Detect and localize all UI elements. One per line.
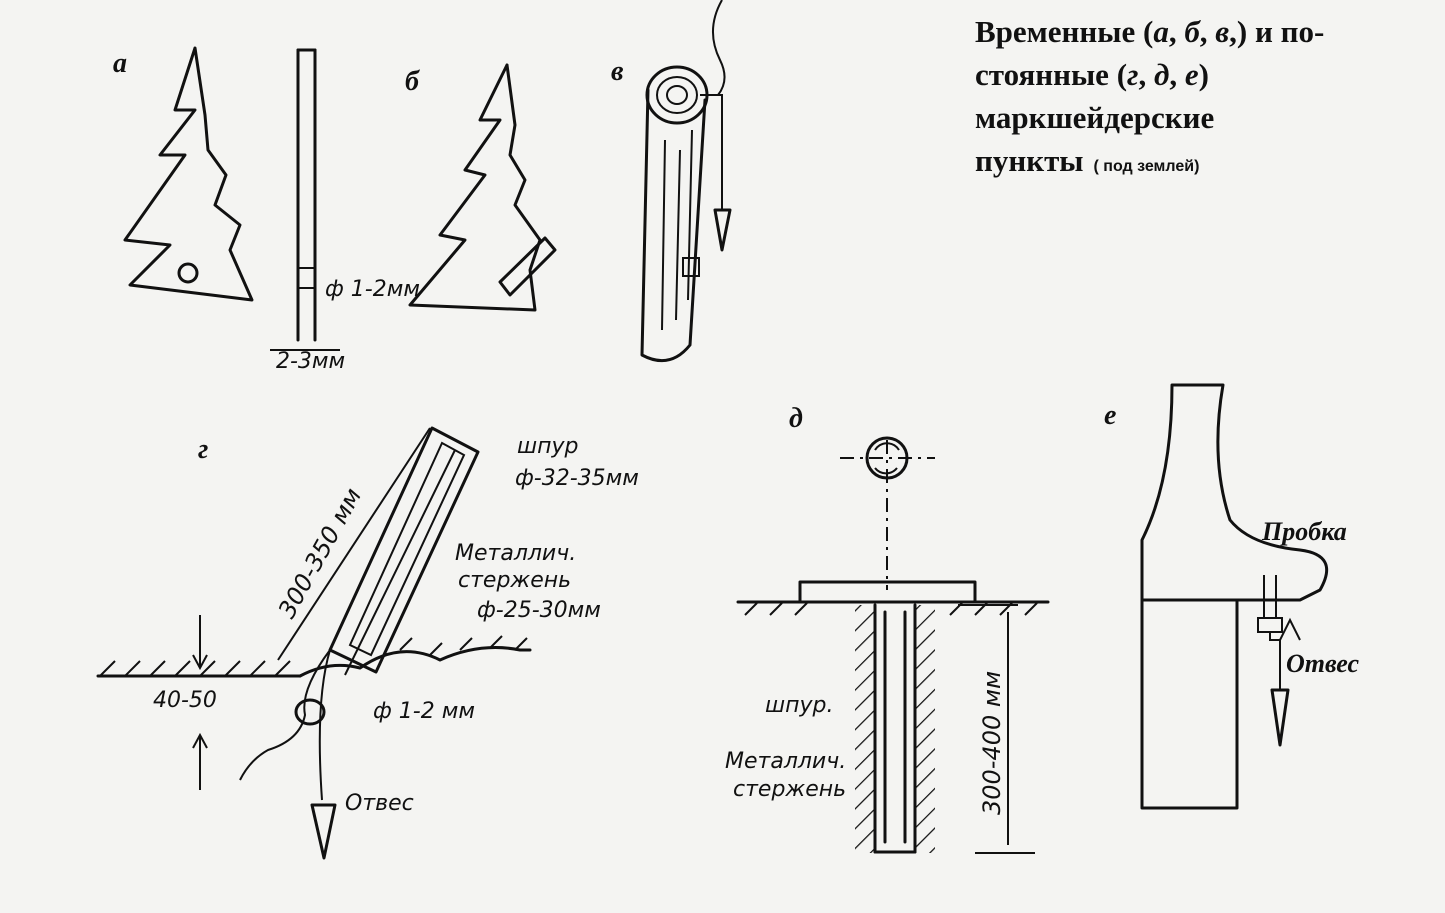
dim-depth: 40-50 [153, 688, 217, 713]
panel-e-roof-point: Пробка Отвес [1140, 383, 1359, 810]
figure-title: Временные (а, б, в,) и по- стоянные (г, … [975, 10, 1435, 188]
title-text: ,) и по- [1229, 14, 1325, 49]
label-shpur: шпур [517, 434, 579, 459]
title-separator: , [1138, 57, 1154, 92]
dim-plate-width: 2-3мм [276, 349, 345, 374]
panel-label-d: д [789, 403, 803, 434]
panel-label-g: г [198, 434, 208, 465]
title-text: стоянные ( [975, 57, 1128, 92]
title-letter-g: г [1127, 57, 1139, 92]
dim-hole-diameter: ф 1-2мм [325, 277, 420, 302]
panel-a-side-view: ф 1-2мм 2-3мм [270, 48, 420, 374]
panel-label-b: б [405, 66, 420, 97]
label-metal-rod-d: Металлич. [725, 749, 846, 774]
title-letter-d: д [1153, 57, 1170, 92]
title-letter-b: б [1184, 14, 1200, 49]
dim-plumb-hole: ф 1-2 мм [373, 699, 475, 724]
title-letter-a: а [1153, 14, 1169, 49]
title-text: ) маркшейдерские [975, 57, 1215, 135]
panel-b-plate [408, 63, 557, 312]
panel-label-e: е [1104, 400, 1116, 431]
label-plumb: Отвес [345, 791, 414, 816]
panel-a-plate [123, 46, 254, 302]
title-note: ( под землей) [1093, 158, 1200, 175]
panel-v-wooden-post [640, 0, 732, 363]
title-text: Временные ( [975, 14, 1154, 49]
title-letter-v: в [1215, 14, 1230, 49]
label-plumb-e: Отвес [1286, 649, 1359, 678]
label-rod-d: стержень [733, 777, 846, 802]
title-letter-e: е [1184, 57, 1199, 92]
label-shpur-d: шпур. [765, 693, 834, 718]
panel-d-borehole: 300-400 мм шпур. Металлич. стержень [725, 436, 1050, 854]
panel-label-a: а [113, 48, 127, 79]
dim-rod-diameter: ф-25-30мм [477, 598, 601, 623]
title-separator: , [1169, 57, 1185, 92]
label-plug: Пробка [1261, 517, 1347, 546]
dim-shpur-diameter: ф-32-35мм [515, 466, 639, 491]
title-text: пункты [975, 143, 1084, 178]
panel-g-borehole: 300-350 мм шпур ф-32-35мм Металлич. стер… [96, 426, 639, 860]
panel-label-v: в [611, 56, 624, 87]
label-rod: стержень [458, 568, 571, 593]
label-metal-rod: Металлич. [455, 541, 576, 566]
title-separator: , [1168, 14, 1185, 49]
dim-vertical-depth: 300-400 мм [978, 671, 1006, 815]
title-separator: , [1199, 14, 1216, 49]
